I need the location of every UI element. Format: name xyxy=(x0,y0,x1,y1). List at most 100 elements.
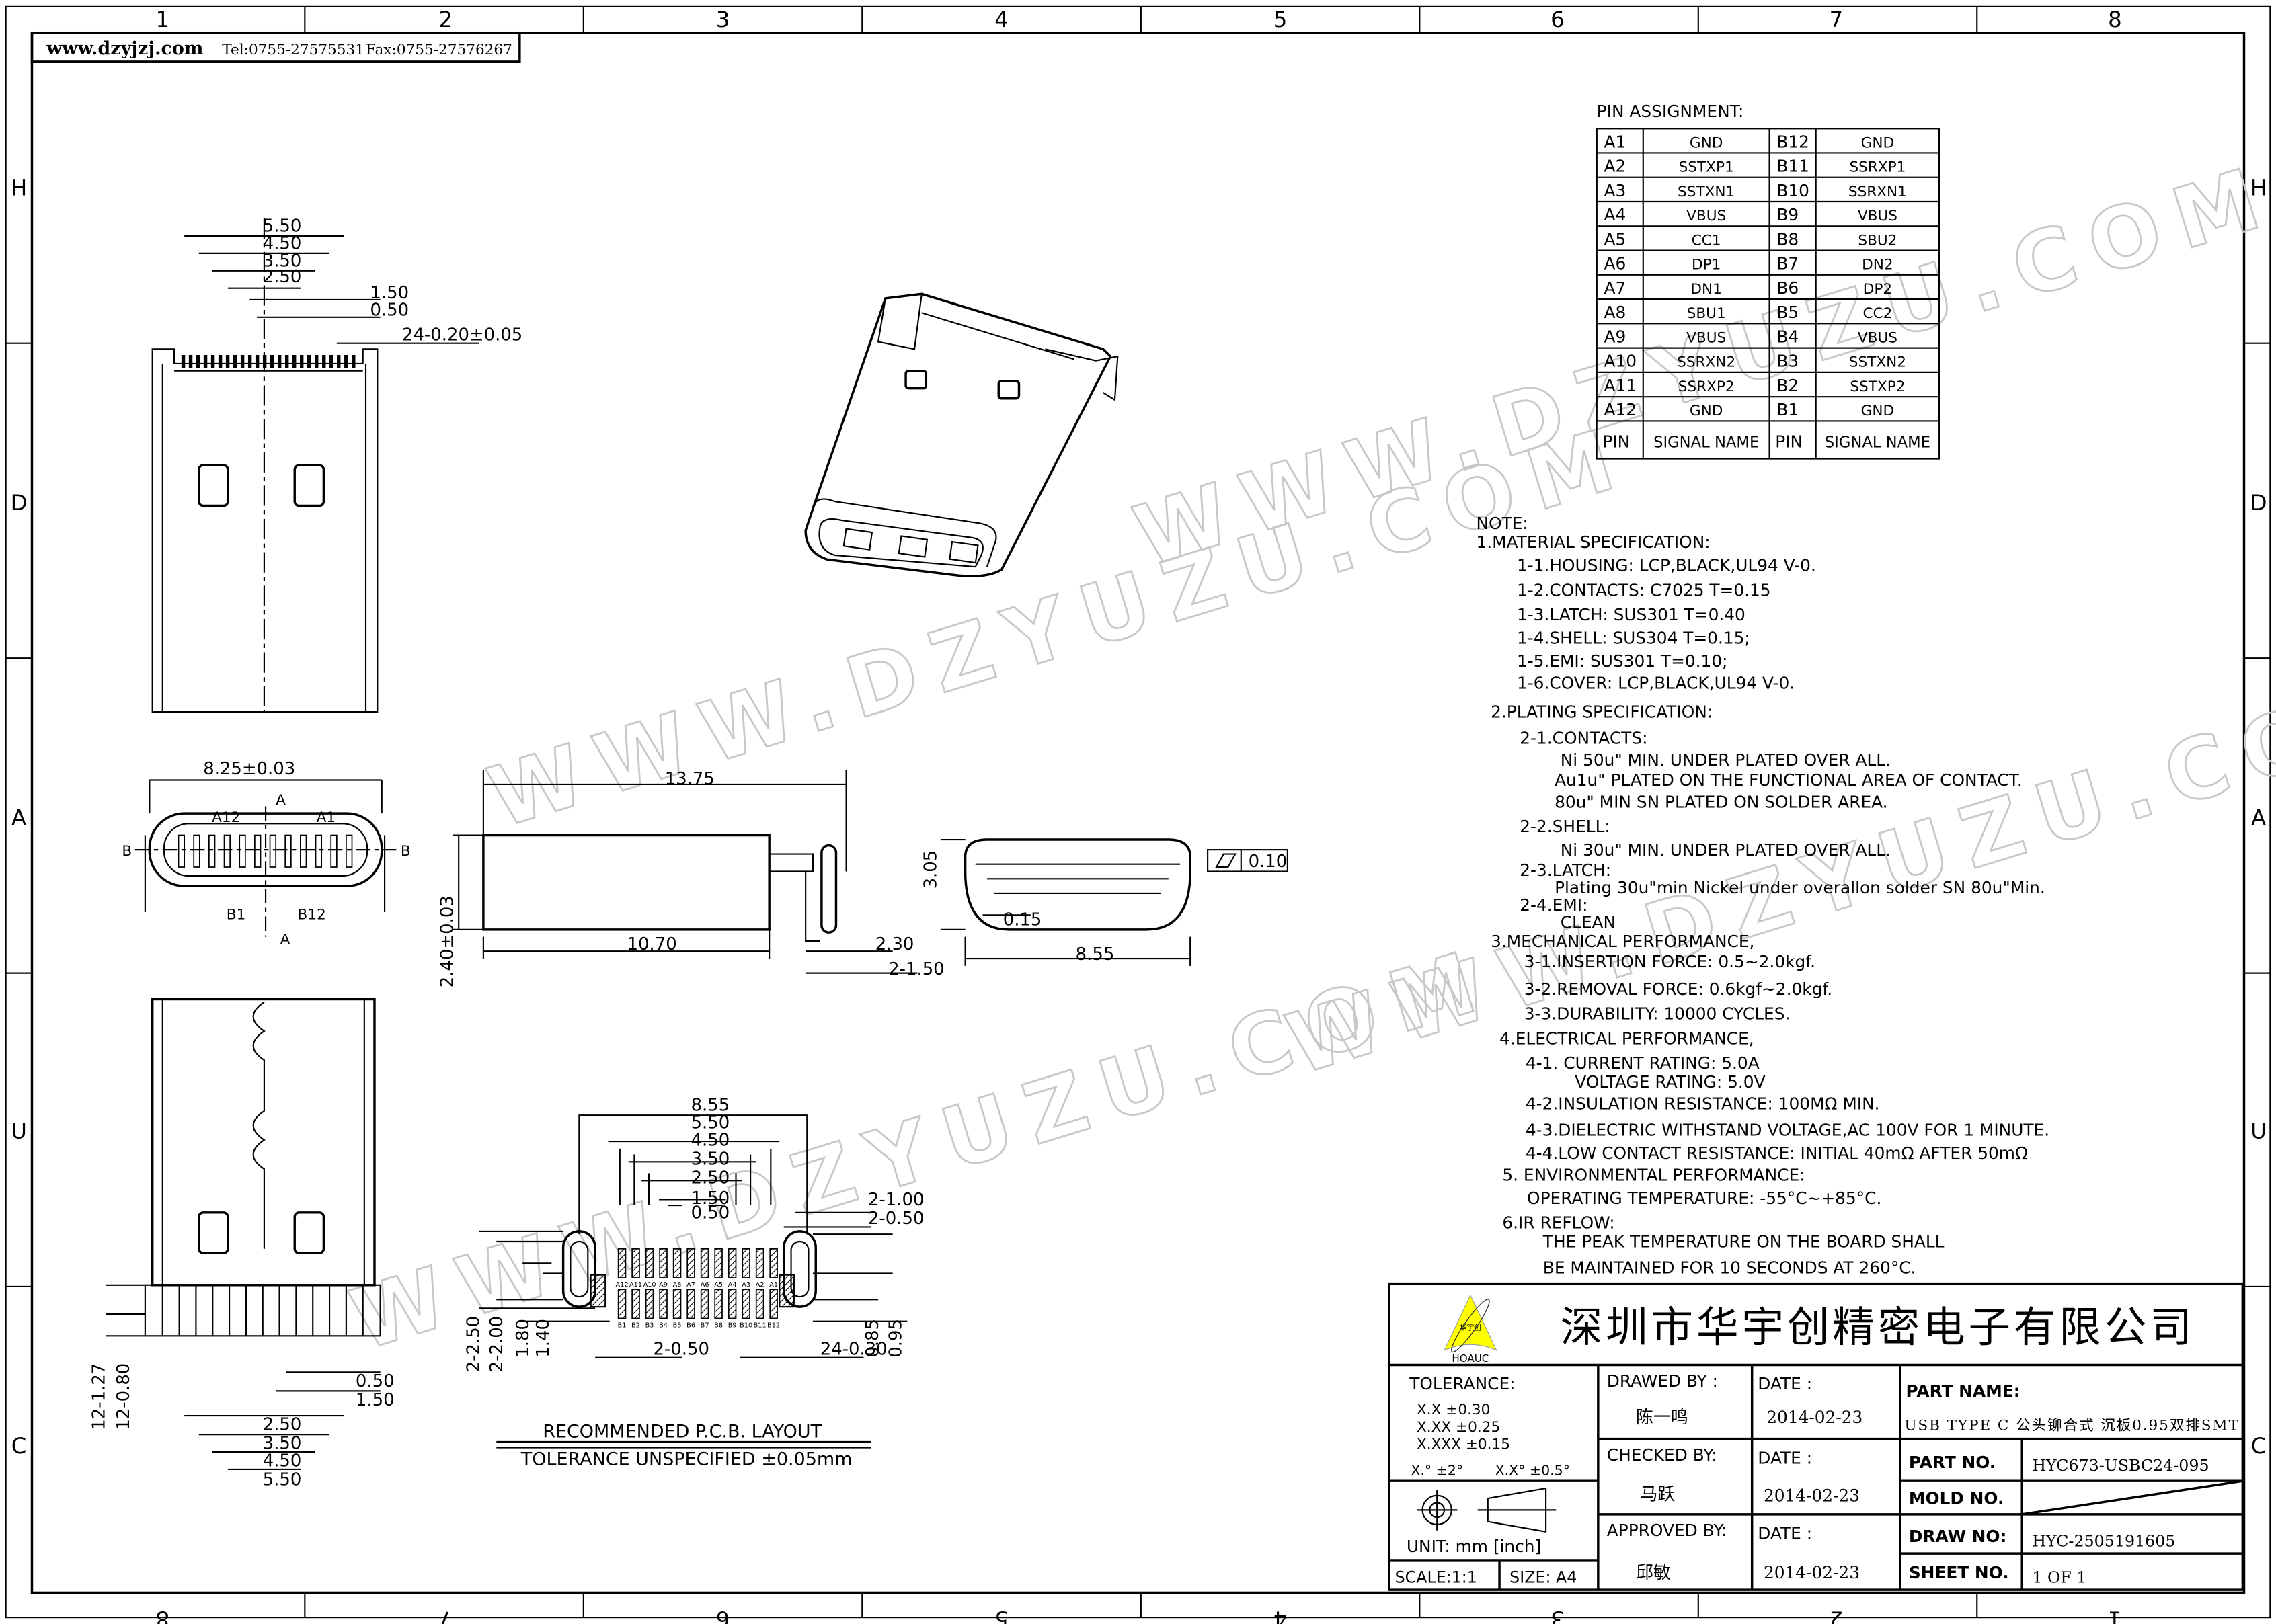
pin-id: B3 xyxy=(1776,352,1799,371)
contact-pin xyxy=(315,354,319,368)
frame-column-number: 7 xyxy=(1830,7,1844,32)
signal-name: VBUS xyxy=(1686,329,1726,346)
dimension-label: 2.50 xyxy=(263,1415,302,1435)
tolerance-xxxx: X.XXX ±0.15 xyxy=(1417,1436,1510,1453)
pad-label: B2 xyxy=(631,1322,640,1329)
pad-label: B3 xyxy=(645,1322,654,1329)
signal-name: SSTXP1 xyxy=(1679,159,1734,176)
note-line: 4-2.INSULATION RESISTANCE: 100MΩ MIN. xyxy=(1526,1094,1880,1114)
note-line: 3-1.INSERTION FORCE: 0.5~2.0kgf. xyxy=(1524,952,1815,971)
dimension-label: 0.50 xyxy=(691,1203,730,1223)
frame-row-letter: U xyxy=(11,1119,27,1144)
pin-id: B7 xyxy=(1776,254,1799,274)
contact-pin xyxy=(188,354,193,368)
pcb-layout-view: A12B1A11B2A10B3A9B4A8B5A7B6A6B7A5B8A4B9A… xyxy=(479,1114,908,1358)
dimension-label: 2-1.00 xyxy=(868,1190,924,1210)
draw-no-value: HYC-2505191605 xyxy=(2032,1531,2175,1550)
dimension-label: 3.50 xyxy=(263,1434,302,1454)
pad-label: A9 xyxy=(659,1281,668,1289)
dimension-label: 10.70 xyxy=(627,934,677,955)
frame-column-number: 4 xyxy=(994,7,1009,32)
top-view xyxy=(151,218,479,713)
watermark-text: WWW.DZYUZU.COM xyxy=(340,929,1503,1369)
signal-name: CC1 xyxy=(1692,232,1721,249)
dimension-label: 0.50 xyxy=(370,300,409,321)
tel-text: Tel:0755-27575531 xyxy=(222,42,364,58)
pcb-pad xyxy=(714,1289,723,1320)
dimension-label: A12 xyxy=(212,809,240,826)
dimension-label: 0.10 xyxy=(1249,852,1288,872)
contact-pin xyxy=(277,354,282,368)
contact-pin xyxy=(300,834,307,868)
pin-id: B11 xyxy=(1776,157,1809,176)
pcb-pad xyxy=(728,1289,737,1320)
note-line: VOLTAGE RATING: 5.0V xyxy=(1575,1072,1765,1092)
pcb-pad xyxy=(672,1248,682,1278)
frame-column-number: 1 xyxy=(2108,1606,2122,1624)
pin-id: A9 xyxy=(1604,327,1626,346)
dimension-label: A1 xyxy=(317,809,336,826)
pcb-layout-caption: RECOMMENDED P.C.B. LAYOUT TOLERANCE UNSP… xyxy=(496,1421,871,1469)
note-line: Ni 50u" MIN. UNDER PLATED OVER ALL. xyxy=(1561,750,1891,770)
frame-column-number: 5 xyxy=(994,1606,1009,1624)
pad-label: A1 xyxy=(769,1281,778,1289)
frame-column-number: 3 xyxy=(1551,1606,1565,1624)
dimension-label: 12-0.80 xyxy=(114,1363,134,1430)
note-line: 1-2.CONTACTS: C7025 T=0.15 xyxy=(1517,580,1771,600)
sheet-no-label: SHEET NO. xyxy=(1909,1563,2009,1582)
pin-id: B12 xyxy=(1776,132,1809,151)
pin-table-header: PIN xyxy=(1775,432,1803,451)
pin-id: B2 xyxy=(1776,376,1799,395)
contact-pin xyxy=(203,354,208,368)
date-checked: 2014-02-23 xyxy=(1764,1486,1860,1505)
contact-pin xyxy=(225,354,230,368)
frame-column-number: 7 xyxy=(438,1606,453,1624)
note-line: 4-4.LOW CONTACT RESISTANCE: INITIAL 40mΩ… xyxy=(1526,1143,2028,1163)
pin-id: A6 xyxy=(1604,254,1626,274)
dimension-label: 4.50 xyxy=(691,1131,730,1151)
website-text: www.dzyjzj.com xyxy=(46,38,203,59)
contact-pin xyxy=(240,354,245,368)
dimension-label: 0.50 xyxy=(356,1371,395,1391)
pad-label: B6 xyxy=(686,1322,695,1329)
tolerance-xx: X.X ±0.30 xyxy=(1417,1402,1490,1418)
frame-row-letter: C xyxy=(2251,1433,2267,1459)
dimension-label: 8.55 xyxy=(1076,944,1115,965)
part-name-value: USB TYPE C 公头铆合式 沉板0.95双排SMT xyxy=(1904,1418,2238,1434)
note-line: 1-6.COVER: LCP,BLACK,UL94 V-0. xyxy=(1517,674,1795,693)
pad-label: A2 xyxy=(756,1281,764,1289)
pcb-pad xyxy=(631,1289,640,1320)
part-no-label: PART NO. xyxy=(1909,1453,1996,1472)
pcb-pad xyxy=(617,1289,627,1320)
frame-column-number: 8 xyxy=(2108,7,2122,32)
contact-pin xyxy=(239,834,246,868)
signal-name: SSRXP1 xyxy=(1849,159,1906,176)
dimension-label: 5.50 xyxy=(263,216,302,236)
checked-by-label: CHECKED BY: xyxy=(1607,1445,1717,1465)
contact-pin xyxy=(270,354,274,368)
dimension-label: 1.50 xyxy=(370,283,409,303)
pcb-pad xyxy=(742,1248,750,1278)
contact-pin xyxy=(269,834,277,868)
sheet-no-value: 1 OF 1 xyxy=(2032,1568,2086,1586)
frame-column-number: 4 xyxy=(1273,1606,1288,1624)
pcb-pad xyxy=(686,1289,695,1320)
signal-name: SBU1 xyxy=(1687,305,1726,322)
contact-pin xyxy=(315,834,323,868)
pad-label: B7 xyxy=(701,1322,709,1329)
signal-name: SSTXN1 xyxy=(1678,184,1735,200)
signal-name: SSTXN2 xyxy=(1849,354,1906,371)
signal-name: VBUS xyxy=(1686,208,1726,225)
signal-name: DN2 xyxy=(1862,257,1893,274)
frame-row-letter: D xyxy=(11,490,28,516)
signal-name: GND xyxy=(1861,134,1894,151)
part-no-value: HYC673-USBC24-095 xyxy=(2032,1456,2209,1475)
contact-pin xyxy=(300,354,304,368)
contact-pin xyxy=(247,354,252,368)
part-name-label: PART NAME: xyxy=(1906,1381,2020,1401)
fax-text: Fax:0755-27576267 xyxy=(366,42,512,58)
